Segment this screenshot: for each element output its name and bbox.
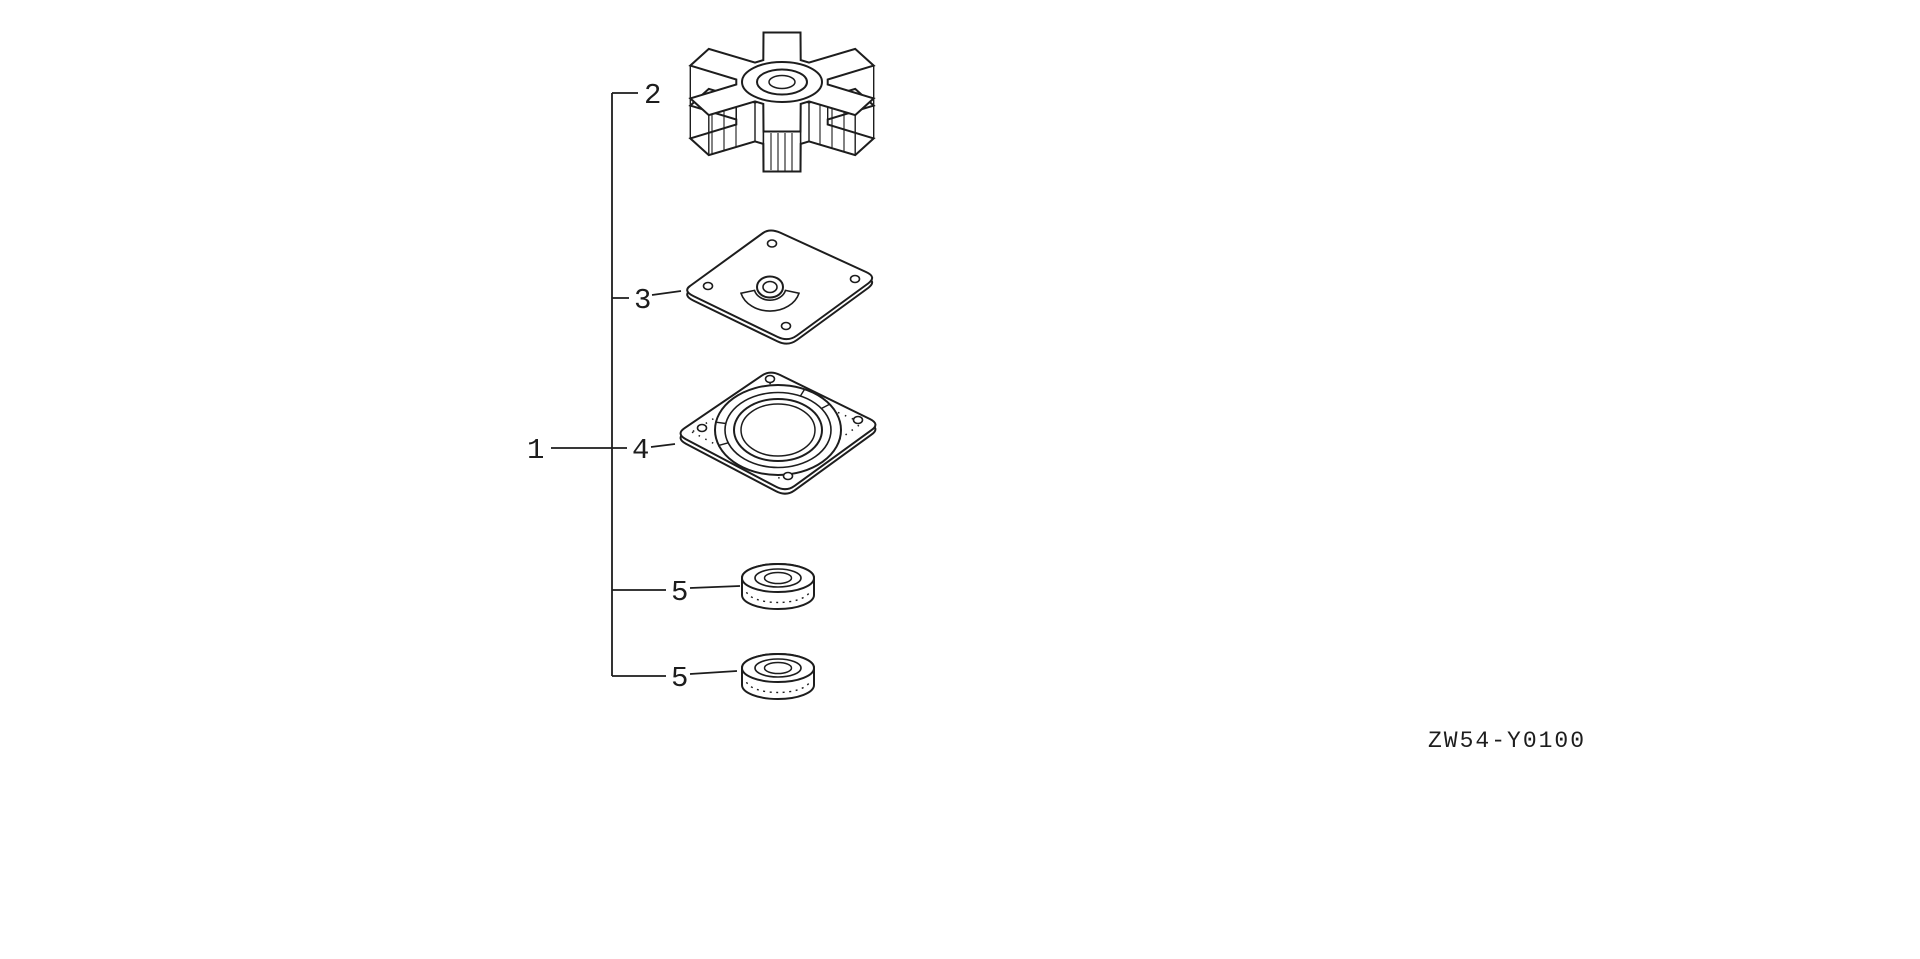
part-3-plate: [686, 229, 874, 345]
gasket-opening: [733, 398, 823, 462]
plate-slot: [739, 289, 801, 312]
callout-label-2: 2: [644, 79, 661, 112]
seal-front-stipple: [745, 591, 811, 604]
seal-bore: [763, 571, 793, 585]
gasket-rim-notches: [715, 388, 830, 447]
part-5-seal-lower: [741, 653, 815, 700]
plate-boss-bore: [762, 280, 778, 294]
plate-bolt-hole: [780, 321, 792, 331]
seal-front-stipple: [745, 681, 811, 694]
plate-bolt-hole: [702, 281, 714, 291]
plate-bolt-hole: [849, 274, 861, 284]
gasket-bolt-hole: [764, 374, 776, 384]
callout-label-3: 3: [634, 284, 651, 317]
impeller-hatching: [711, 104, 845, 171]
impeller-hub-bore-inner: [768, 74, 796, 90]
part-4-gasket: [679, 371, 877, 495]
callout-label-5-lower: 5: [671, 662, 688, 695]
gasket-opening-lip: [740, 403, 816, 457]
callout-leader-lines: [551, 92, 741, 677]
part-5-seal-upper: [741, 563, 815, 610]
gasket-bolt-hole: [852, 415, 864, 425]
seal-inner-ring: [754, 568, 802, 588]
seal-bore: [763, 661, 793, 675]
impeller-hub-bore: [756, 68, 808, 96]
drawing-code: ZW54-Y0100: [1428, 728, 1586, 754]
seal-inner-ring: [754, 658, 802, 678]
callout-label-5-upper: 5: [671, 576, 688, 609]
plate-bolt-hole: [766, 239, 778, 248]
gasket-bolt-hole: [782, 471, 794, 481]
callout-label-4: 4: [632, 434, 649, 467]
part-2-impeller: [688, 31, 876, 173]
callout-label-1: 1: [527, 434, 544, 467]
gasket-bolt-hole: [696, 423, 708, 433]
